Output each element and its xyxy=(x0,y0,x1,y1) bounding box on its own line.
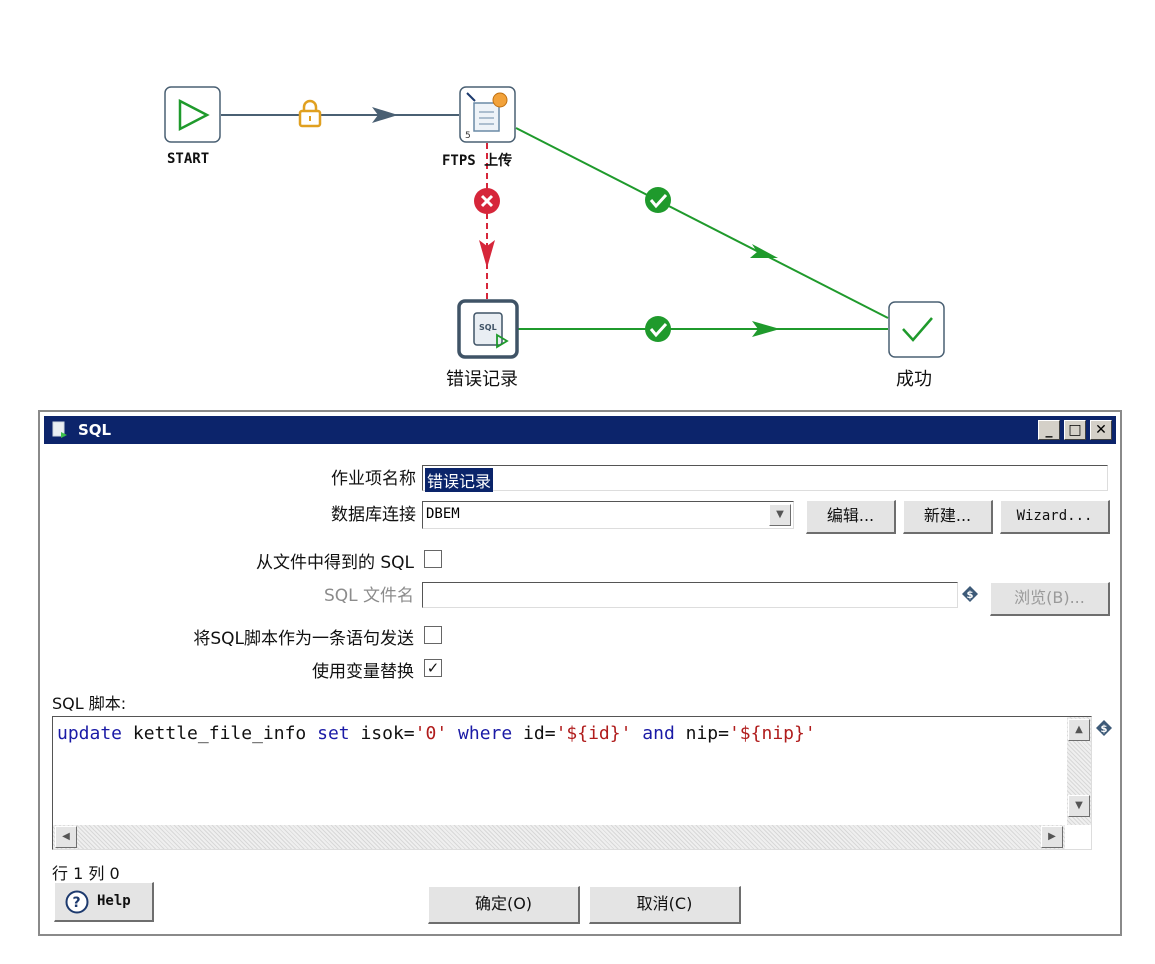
sql-filename-label: SQL 文件名 xyxy=(323,586,414,606)
ftps-node-label: FTPS 上传 xyxy=(442,150,512,170)
start-node[interactable] xyxy=(164,86,221,143)
sql-token xyxy=(631,723,642,744)
sql-script-icon xyxy=(52,421,67,438)
dialog-titlebar[interactable]: SQL _ □ ✕ xyxy=(44,416,1116,444)
svg-text:?: ? xyxy=(73,895,81,911)
error-log-node[interactable]: SQL xyxy=(457,299,519,359)
close-button[interactable]: ✕ xyxy=(1090,420,1112,440)
start-node-label: START xyxy=(167,151,210,167)
chevron-down-icon[interactable]: ▼ xyxy=(769,504,791,526)
cursor-position-status: 行 1 列 0 xyxy=(52,864,120,883)
wizard-button[interactable]: Wizard... xyxy=(1000,500,1110,534)
sql-token: '0' xyxy=(414,723,448,744)
send-as-single-label: 将SQL脚本作为一条语句发送 xyxy=(193,629,414,649)
sql-dialog: SQL _ □ ✕ 作业项名称 错误记录 数据库连接 DBEM ▼ 编辑... … xyxy=(38,410,1122,936)
ok-check-icon xyxy=(645,316,671,342)
db-connection-select[interactable]: DBEM ▼ xyxy=(422,501,794,529)
maximize-button[interactable]: □ xyxy=(1064,420,1086,440)
success-node-label: 成功 xyxy=(896,369,932,390)
browse-button[interactable]: 浏览(B)... xyxy=(990,582,1110,616)
sql-script-editor[interactable]: update kettle_file_info set isok='0' whe… xyxy=(52,716,1092,850)
sql-token: update xyxy=(57,723,123,744)
sql-token: kettle_file_info xyxy=(122,723,318,744)
sql-from-file-label: 从文件中得到的 SQL xyxy=(255,553,414,573)
sql-token: id= xyxy=(512,723,556,744)
db-connection-value: DBEM xyxy=(426,506,460,522)
hop-start-ftps-arrow xyxy=(372,107,398,123)
help-button[interactable]: ? Help xyxy=(54,882,154,922)
variable-icon[interactable]: $ xyxy=(1096,720,1112,736)
variable-icon[interactable]: $ xyxy=(962,586,978,602)
success-node[interactable] xyxy=(888,301,945,358)
cancel-button[interactable]: 取消(C) xyxy=(589,886,741,924)
dialog-title: SQL xyxy=(78,421,112,439)
hop-ftps-success[interactable] xyxy=(515,127,889,319)
scroll-left-icon[interactable]: ◀ xyxy=(55,826,77,848)
help-icon: ? xyxy=(65,890,89,914)
ok-check-icon xyxy=(645,187,671,213)
edit-button[interactable]: 编辑... xyxy=(806,500,896,534)
hop-ftps-error-arrow xyxy=(479,240,495,268)
svg-text:5: 5 xyxy=(465,131,471,141)
scroll-up-icon[interactable]: ▲ xyxy=(1068,719,1090,741)
ftps-node-label-text: FTPS 上传 xyxy=(442,153,513,169)
hop-error-success-arrow xyxy=(752,321,780,337)
sql-filename-input[interactable] xyxy=(422,582,958,608)
help-button-label: Help xyxy=(97,893,131,909)
job-name-label: 作业项名称 xyxy=(331,469,416,489)
lock-icon xyxy=(298,99,322,128)
scroll-down-icon[interactable]: ▼ xyxy=(1068,795,1090,817)
svg-text:$: $ xyxy=(967,590,974,601)
minimize-button[interactable]: _ xyxy=(1038,420,1060,440)
send-as-single-checkbox[interactable] xyxy=(424,626,442,644)
error-x-icon xyxy=(474,188,500,214)
job-name-input[interactable]: 错误记录 xyxy=(422,465,1108,492)
db-connection-label: 数据库连接 xyxy=(331,505,416,525)
ftps-upload-node[interactable]: 5 xyxy=(459,86,516,143)
ftp-upload-icon: 5 xyxy=(465,92,508,141)
sql-token: '${nip}' xyxy=(728,723,816,744)
vertical-scrollbar[interactable]: ▲ ▼ xyxy=(1067,717,1091,825)
svg-text:SQL: SQL xyxy=(479,323,497,332)
sql-token: '${id}' xyxy=(555,723,632,744)
svg-text:$: $ xyxy=(1101,724,1108,735)
sql-from-file-checkbox[interactable] xyxy=(424,550,442,568)
sql-script-icon: SQL xyxy=(473,312,509,349)
job-name-value: 错误记录 xyxy=(425,468,494,492)
scroll-right-icon[interactable]: ▶ xyxy=(1041,826,1063,848)
sql-token: nip= xyxy=(674,723,729,744)
sql-token: isok= xyxy=(349,723,415,744)
ok-button[interactable]: 确定(O) xyxy=(428,886,580,924)
workflow-canvas: 5 SQL xyxy=(164,86,945,359)
horizontal-scrollbar[interactable]: ◀ ▶ xyxy=(53,825,1065,849)
use-variable-label: 使用变量替换 xyxy=(312,662,414,682)
sql-token: set xyxy=(317,723,350,744)
checkmark-icon xyxy=(902,317,933,342)
sql-token: and xyxy=(642,723,675,744)
new-button[interactable]: 新建... xyxy=(903,500,993,534)
sql-token xyxy=(447,723,458,744)
sql-script-line: update kettle_file_info set isok='0' whe… xyxy=(57,723,816,744)
use-variable-checkbox[interactable]: ✓ xyxy=(424,659,442,677)
play-icon xyxy=(178,98,210,132)
sql-script-label: SQL 脚本: xyxy=(52,694,127,713)
sql-token: where xyxy=(458,723,513,744)
error-log-node-label: 错误记录 xyxy=(446,369,518,390)
hop-ftps-success-arrow xyxy=(750,244,778,258)
